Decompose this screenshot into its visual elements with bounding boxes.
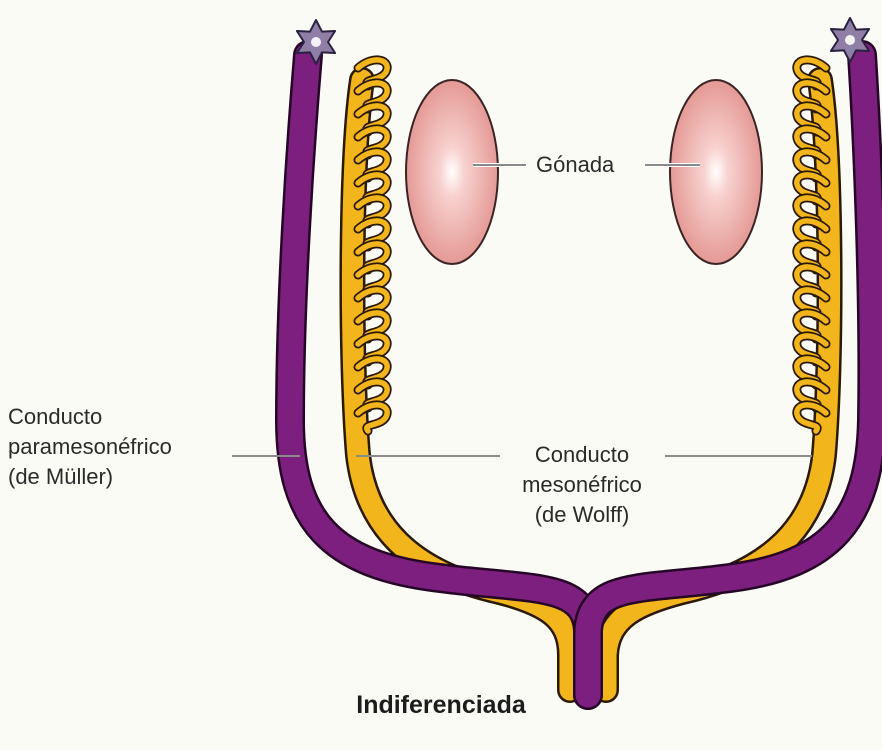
- paramesonephric-label-line3: (de Müller): [8, 462, 172, 492]
- paramesonephric-label-line2: paramesonéfrico: [8, 432, 172, 462]
- paramesonephric-label: Conducto paramesonéfrico (de Müller): [8, 402, 172, 492]
- mesonephric-label-line1: Conducto: [510, 440, 654, 470]
- gonad-label-text: Gónada: [536, 150, 614, 180]
- gonad-label: Gónada: [536, 150, 614, 180]
- mesonephric-label-line3: (de Wolff): [510, 500, 654, 530]
- stage-title-text: Indiferenciada: [0, 690, 882, 720]
- stage-title: Indiferenciada: [0, 690, 882, 720]
- paramesonephric-label-line1: Conducto: [8, 402, 172, 432]
- gonad-right: [670, 80, 762, 264]
- gonad-left: [406, 80, 498, 264]
- mesonephric-label: Conducto mesonéfrico (de Wolff): [510, 440, 654, 530]
- mesonephric-label-line2: mesonéfrico: [510, 470, 654, 500]
